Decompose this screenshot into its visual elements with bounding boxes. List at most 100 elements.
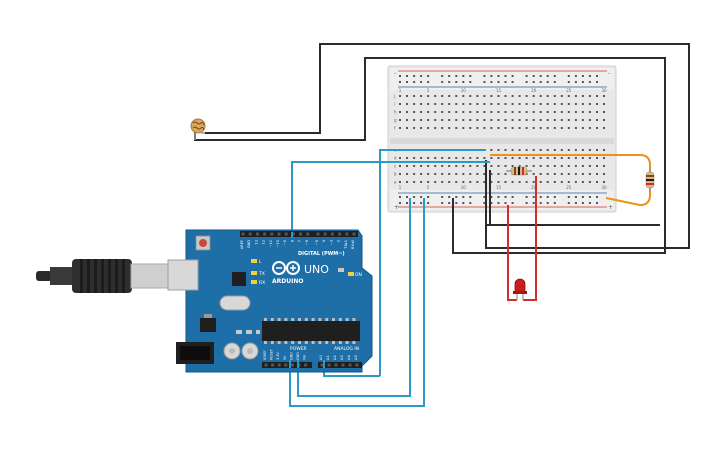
bb-col-number: 20 [531, 185, 537, 190]
digital-pin-label: 8 [290, 239, 294, 242]
on-led [348, 272, 354, 276]
bb-col-number: 10 [461, 88, 467, 93]
analog-pin-label: A0 [319, 355, 323, 360]
bb-row-letter: b [394, 172, 397, 177]
digital-pin-label: ~3 [329, 240, 333, 245]
bottom-rail-plus-label: + [394, 204, 399, 211]
analog-a1-wire [379, 149, 486, 376]
digital-pin-header[interactable] [240, 231, 358, 237]
crystal-oscillator [219, 295, 251, 311]
arduino-uno[interactable]: L TX RX ON ARDUINO UNO DIGITAL (PWM~) PO… [167, 229, 373, 373]
photoresistor-body [190, 118, 206, 134]
photoresistor-ground-wire [194, 57, 666, 254]
digital-pin-label: 7 [298, 240, 302, 242]
bb-row-letter: f [394, 126, 396, 131]
analog-pin-label: A1 [326, 355, 330, 360]
bb-col-number: 15 [496, 88, 502, 93]
analog-pin-label: A5 [354, 355, 358, 360]
digital-pin-label: ~11 [269, 240, 273, 248]
bb-col-number: 1 [399, 88, 402, 93]
led-anode-wire [507, 205, 517, 301]
l-led [251, 259, 257, 263]
power-pin-label: 5V [283, 355, 287, 360]
digital-pin-label: 13 [254, 240, 258, 245]
usb-cable[interactable] [36, 259, 170, 293]
black-wires [194, 43, 690, 254]
digital-pin-wire [291, 161, 490, 232]
5v-wire [297, 198, 411, 397]
digital-pin-label: 2 [337, 240, 341, 242]
digital-pin-label: GND [247, 240, 251, 248]
photoresistor[interactable] [190, 118, 206, 140]
tx-led [251, 271, 257, 275]
bb-row-letter: d [394, 156, 397, 161]
analog-pin-label: A3 [340, 355, 344, 360]
voltage-regulator [200, 318, 216, 332]
digital-pin-label: ~6 [305, 239, 309, 245]
bb-row-letter: g [394, 118, 397, 123]
bb-col-number: 20 [531, 88, 537, 93]
digital-pin-label: ~9 [283, 239, 287, 245]
analog-pin-label: A4 [347, 355, 351, 360]
digital-pin-label: ~5 [315, 240, 319, 245]
power-pin-label: IOREF [263, 350, 267, 360]
digital-pin-label: 12 [262, 240, 266, 245]
usb-chip [232, 272, 246, 286]
top-rail-minus-label-right: - [608, 70, 610, 77]
arduino-logo [272, 261, 300, 275]
resistor-on-breadboard[interactable] [506, 166, 532, 176]
bb-row-letter: i [394, 102, 395, 107]
tx-led-label: TX [258, 271, 265, 277]
usb-plug-metal [130, 263, 170, 289]
usb-cable-strain-relief [36, 271, 52, 281]
reset-button-cap [199, 239, 207, 247]
usb-socket [167, 259, 199, 291]
top-power-rail [390, 68, 614, 90]
rx-led-label: RX [259, 280, 265, 286]
digital-pin-label: AREF [240, 240, 244, 249]
digital-pin-label: 4 [322, 239, 326, 242]
power-pin-label: RESET [270, 348, 274, 360]
resistor-right[interactable] [645, 168, 655, 192]
center-channel [390, 138, 614, 144]
bb-col-number: 30 [601, 185, 607, 190]
digital-pin-label: RX◂0 [351, 239, 355, 249]
gnd-wire [289, 198, 425, 407]
led[interactable] [513, 278, 527, 300]
arduino-model-text: UNO [304, 263, 329, 276]
bb-col-number: 5 [427, 185, 430, 190]
bb-col-number: 25 [566, 185, 572, 190]
analog-pin-label: A2 [333, 355, 337, 360]
top-rail-minus-label: - [394, 70, 396, 77]
power-pin-label: GND [289, 352, 293, 360]
digital-pin-label: ~10 [276, 239, 280, 247]
l-led-label: L [259, 259, 262, 265]
analog-pin-header[interactable] [318, 362, 362, 368]
digital-header-label: DIGITAL (PWM~) [298, 251, 345, 257]
bb-row-letter: h [394, 110, 397, 115]
power-pin-label: Vin [303, 355, 307, 360]
bb-col-number: 5 [427, 88, 430, 93]
bb-row-letter: a [394, 180, 397, 185]
bb-col-number: 25 [566, 88, 572, 93]
power-pin-label: 3.3V [276, 352, 280, 360]
led-cathode-wire [523, 176, 537, 301]
bb-col-number: 15 [496, 185, 502, 190]
power-pin-label: GND [296, 352, 300, 360]
bb-row-letter: c [394, 164, 396, 169]
rx-led [251, 280, 257, 284]
bb-col-number: 30 [601, 88, 607, 93]
digital-pin-label: TX▸1 [344, 240, 348, 250]
outer-loop-wire [205, 43, 690, 249]
led-dome [514, 278, 526, 293]
bb-col-number: 10 [461, 185, 467, 190]
atmega-chip [262, 321, 360, 341]
power-header-label: POWER [290, 346, 307, 352]
bottom-power-rail [390, 190, 614, 210]
